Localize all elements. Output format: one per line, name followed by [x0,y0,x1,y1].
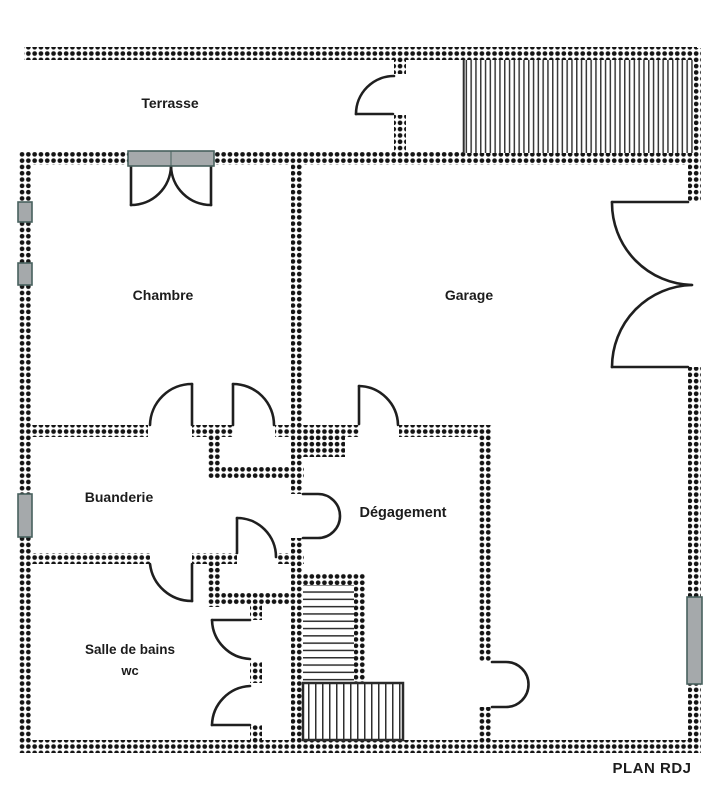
wall-terrasse-door-jamb-bottom [394,115,406,155]
wall-right-lower [688,684,701,740]
wall-central-lower [291,538,303,753]
wall-mid-c [275,425,359,437]
wall-mid-a [20,425,148,437]
wall-alcove-south [208,467,304,478]
door-salle-de-bains [148,562,194,603]
wall-wc-mullion [250,662,262,683]
label-degagement: Dégagement [359,505,446,521]
wall-vestibule-north [208,593,303,605]
plan-title: PLAN RDJ [612,760,691,777]
staircase [301,585,405,742]
door-buanderie-degagement [301,492,342,540]
walls [19,47,701,753]
wall-terrasse-left [19,152,130,165]
door-chambre-closet [231,382,276,427]
label-garage: Garage [445,287,493,303]
wall-mid-d [399,425,492,437]
door-terrasse-exit [354,74,396,116]
wall-buanderie-south-c [278,553,304,564]
driveway-ramp [462,60,694,153]
wall-top [24,47,697,60]
label-buanderie: Buanderie [85,489,154,505]
label-terrasse: Terrasse [141,95,199,111]
room-labels: Terrasse Chambre Garage Buanderie Dégage… [85,95,494,678]
door-garage-double [610,200,694,369]
wall-central-upper [291,165,303,494]
window-buanderie [17,493,33,538]
wall-degagement-east-upper [479,425,492,662]
wall-left [19,152,31,753]
wall-degagement-east-lower [479,707,492,753]
wall-terrasse-right [212,152,697,165]
door-wc-lower [210,684,252,727]
wall-right-middle [688,367,701,598]
windows [17,150,703,685]
door-wc-upper [210,618,252,661]
wall-stairs-east [354,573,366,683]
door-buanderie-closet [235,516,278,559]
door-degagement-garage [490,660,530,709]
window-chambre-lower [17,262,33,286]
doors [129,74,694,727]
label-wc: wc [120,663,138,678]
ramp-hatching [463,60,694,153]
label-chambre: Chambre [133,287,194,303]
door-garage-degagement [357,384,400,427]
label-salle-de-bains: Salle de bains [85,642,175,657]
stairs-upper-flight [303,585,354,683]
window-chambre-upper [17,201,33,223]
stairs-lower-flight [301,681,405,742]
wall-mid-b [192,425,233,437]
door-chambre-buanderie [148,382,194,427]
wall-terrasse-door-jamb-top [394,58,406,74]
window-garage-east [686,596,703,685]
wall-wc-jamb-bottom [250,725,262,745]
door-header-chambre [127,150,215,167]
wall-bottom [20,740,701,753]
french-door-chambre [129,164,213,207]
wall-buanderie-south-a [20,553,150,564]
wall-wc-jamb-top [250,605,262,620]
wall-stairs-north [303,573,366,585]
